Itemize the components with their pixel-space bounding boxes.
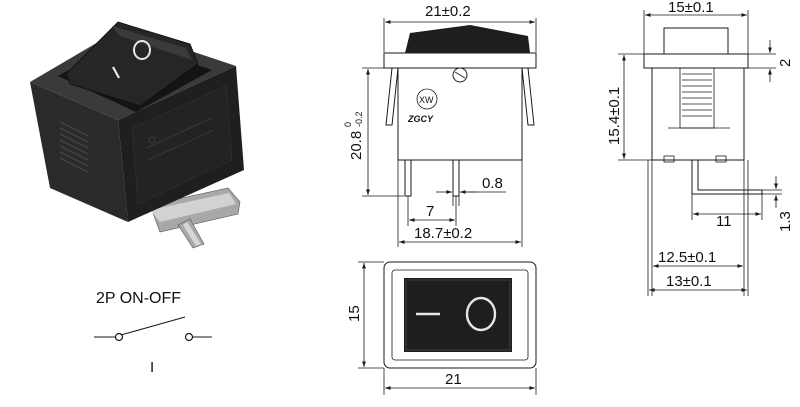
- front-view-bezel-inner: [391, 269, 529, 361]
- dim-base-width: 18.7±0.2: [414, 225, 472, 242]
- dim-side-height: 20.8: [348, 131, 365, 160]
- front-markings: [145, 117, 215, 161]
- end-view-flange: [643, 53, 749, 69]
- side-view-logo-text: XW: [419, 95, 434, 105]
- front-view-bezel: [383, 261, 537, 369]
- front-view-rocker-edge: [405, 279, 511, 351]
- side-view-rivet-slot: [454, 71, 466, 79]
- rocker-highlight: [112, 26, 192, 60]
- dim-end-top-width: 15±0.1: [668, 0, 714, 16]
- pin-back-highlight: [150, 193, 236, 222]
- side-vents: [59, 121, 89, 173]
- end-view-foot-left: [663, 155, 675, 163]
- dim-side-height-tol-upper: 0: [343, 122, 353, 127]
- side-view-rivet: [452, 67, 468, 83]
- schematic-on-symbol: I: [150, 359, 154, 376]
- schematic-blade: [120, 316, 186, 336]
- side-view-brand: ZGCY: [407, 114, 434, 124]
- end-view-foot-right: [715, 155, 727, 163]
- side-view-logo: [416, 88, 438, 110]
- end-view-pin: [691, 160, 763, 195]
- dim-end-pin-length: 11: [716, 213, 732, 230]
- dim-pin-thickness: 0.8: [482, 175, 503, 192]
- side-view-clip-right: [521, 67, 535, 126]
- schematic-terminal-right: [184, 332, 194, 342]
- dim-end-flange: 2: [777, 59, 794, 67]
- side-view-pin-left: [404, 159, 412, 197]
- pin-front-highlight: [183, 222, 201, 246]
- dim-end-pin-offset: 1.3: [777, 211, 794, 232]
- schematic-terminal-left: [114, 332, 124, 342]
- schematic-symbol: 2P ON-OFF I: [94, 290, 212, 376]
- dim-side-height-group: 20.8 0 -0.2: [343, 111, 365, 160]
- side-view: XW ZGCY 21±0.2 20.8 0 -0.2 0.8 7: [343, 3, 537, 247]
- schematic-title: 2P ON-OFF: [96, 290, 181, 307]
- dim-end-height: 15.4±0.1: [606, 87, 623, 145]
- off-symbol-3d: [133, 40, 151, 60]
- switch-3d-render: [30, 21, 244, 249]
- dim-side-width: 21±0.2: [425, 3, 471, 20]
- end-view-rocker: [663, 27, 729, 55]
- dim-end-body-width: 12.5±0.1: [658, 249, 716, 266]
- dim-pin-spacing: 7: [426, 203, 434, 220]
- dim-side-height-tol-lower: -0.2: [354, 111, 364, 127]
- side-view-pin-right: [452, 159, 460, 197]
- side-view-rocker: [405, 25, 530, 53]
- end-view-spring: [682, 73, 712, 117]
- side-view-flange: [383, 52, 537, 69]
- front-view: 15 21: [346, 261, 537, 395]
- side-view-clip-left: [385, 67, 399, 126]
- dim-front-height: 15: [346, 305, 363, 322]
- front-view-off-symbol: [465, 296, 497, 332]
- dim-front-width: 21: [445, 371, 462, 388]
- end-view: 15±0.1 2 15.4±0.1 11 1.3 12.5±0.1 13±0.1: [606, 0, 794, 296]
- end-view-body: [651, 68, 745, 161]
- on-symbol-3d: [112, 66, 120, 79]
- housing-left-face: [30, 82, 128, 222]
- dim-end-base-width: 13±0.1: [666, 273, 712, 290]
